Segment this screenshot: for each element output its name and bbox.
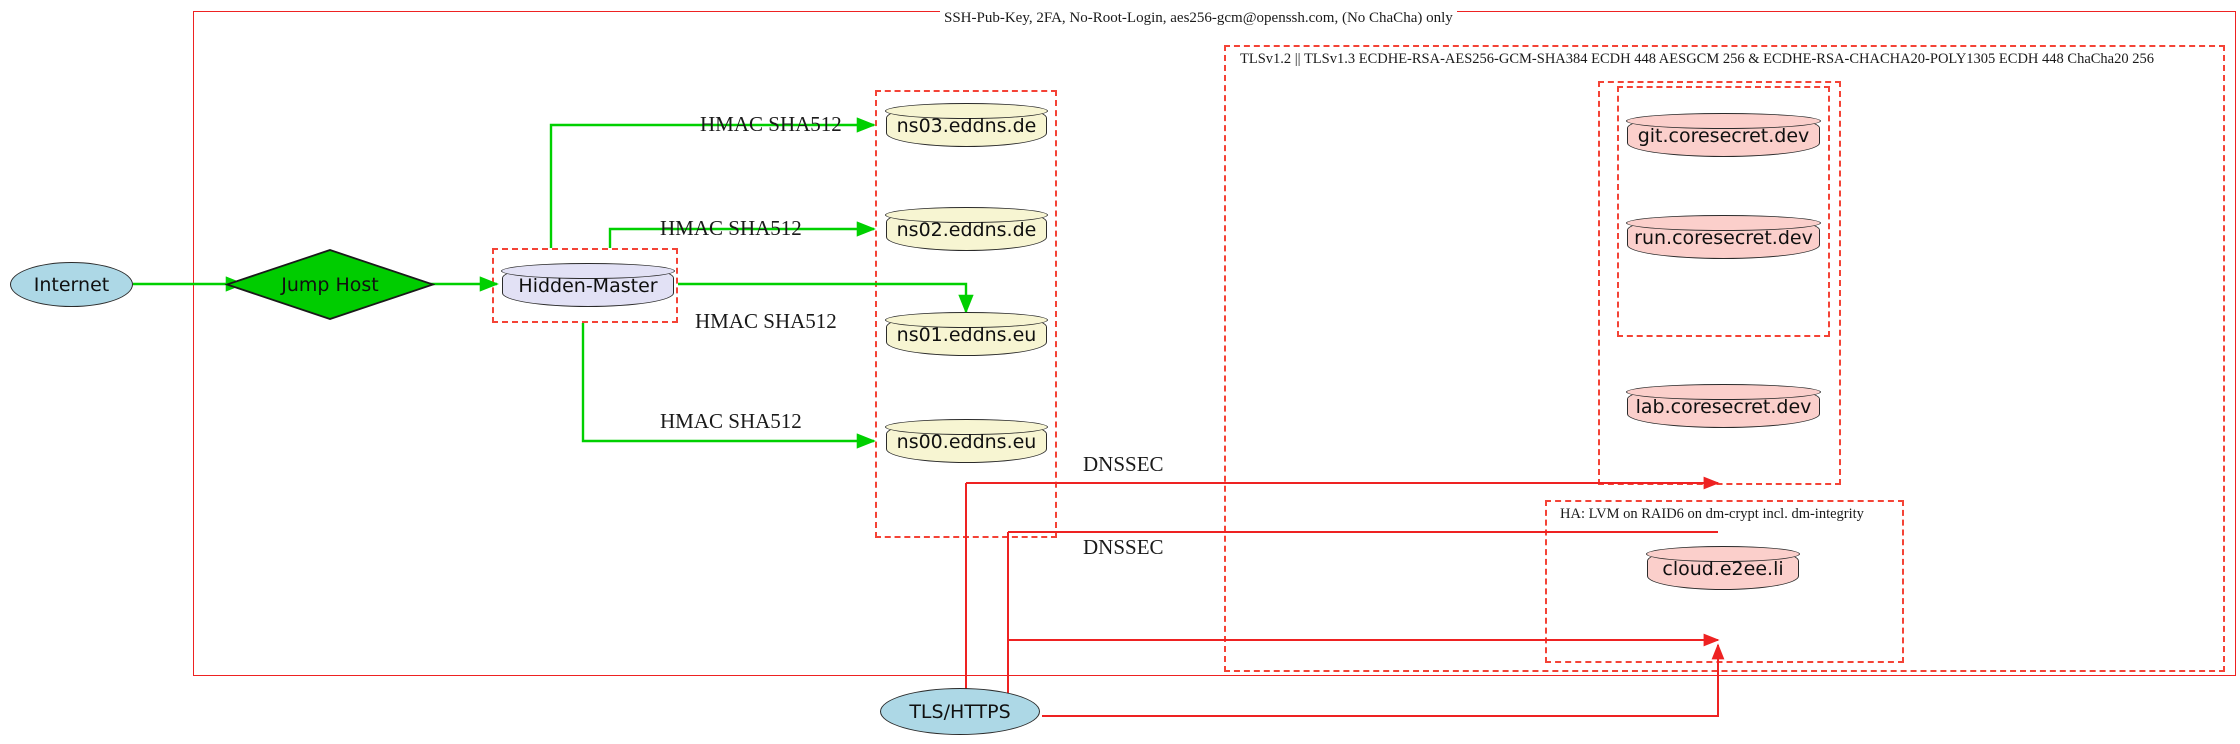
cluster-ha-storage [1545, 500, 1904, 663]
node-ns02[interactable]: ns02.eddns.de [885, 207, 1048, 251]
cluster-ssh-policy-label: SSH-Pub-Key, 2FA, No-Root-Login, aes256-… [940, 10, 1457, 27]
node-run-coresecret[interactable]: run.coresecret.dev [1626, 215, 1821, 259]
node-hidden-master-label: Hidden-Master [518, 274, 658, 297]
edge-label-dnssec-upper: DNSSEC [1083, 452, 1164, 476]
node-ns01-label: ns01.eddns.eu [896, 323, 1037, 346]
node-ns02-label: ns02.eddns.de [896, 218, 1037, 241]
node-tls-https-label: TLS/HTTPS [909, 700, 1011, 723]
cluster-coresecret-inner-zone [1617, 86, 1830, 337]
node-cloud-e2ee-label: cloud.e2ee.li [1662, 557, 1784, 580]
node-cloud-e2ee[interactable]: cloud.e2ee.li [1646, 546, 1800, 590]
cluster-tls-policy [1224, 45, 2225, 672]
edge-label-hmac-ns00: HMAC SHA512 [660, 409, 802, 433]
cluster-tls-policy-label: TLSv1.2 || TLSv1.3 ECDHE-RSA-AES256-GCM-… [1236, 51, 2158, 68]
node-ns01[interactable]: ns01.eddns.eu [885, 312, 1048, 356]
node-run-coresecret-label: run.coresecret.dev [1634, 226, 1813, 249]
node-internet[interactable]: Internet [10, 262, 133, 307]
cluster-ha-storage-label: HA: LVM on RAID6 on dm-crypt incl. dm-in… [1556, 506, 1868, 523]
node-git-coresecret-label: git.coresecret.dev [1637, 124, 1810, 147]
node-git-coresecret[interactable]: git.coresecret.dev [1626, 113, 1821, 157]
node-hidden-master[interactable]: Hidden-Master [501, 263, 675, 307]
node-jump-host[interactable]: Jump Host [225, 248, 435, 321]
edge-label-dnssec-lower: DNSSEC [1083, 535, 1164, 559]
node-lab-coresecret-label: lab.coresecret.dev [1635, 395, 1812, 418]
node-ns00-label: ns00.eddns.eu [896, 430, 1037, 453]
edge-label-hmac-ns03: HMAC SHA512 [700, 112, 842, 136]
node-ns03-label: ns03.eddns.de [896, 114, 1037, 137]
node-ns00[interactable]: ns00.eddns.eu [885, 419, 1048, 463]
node-tls-https[interactable]: TLS/HTTPS [880, 688, 1040, 735]
edge-label-hmac-ns02: HMAC SHA512 [660, 216, 802, 240]
node-ns03[interactable]: ns03.eddns.de [885, 103, 1048, 147]
node-internet-label: Internet [33, 273, 110, 296]
edge-label-hmac-ns01: HMAC SHA512 [695, 309, 837, 333]
node-lab-coresecret[interactable]: lab.coresecret.dev [1626, 384, 1821, 428]
node-jump-host-label: Jump Host [281, 273, 379, 296]
